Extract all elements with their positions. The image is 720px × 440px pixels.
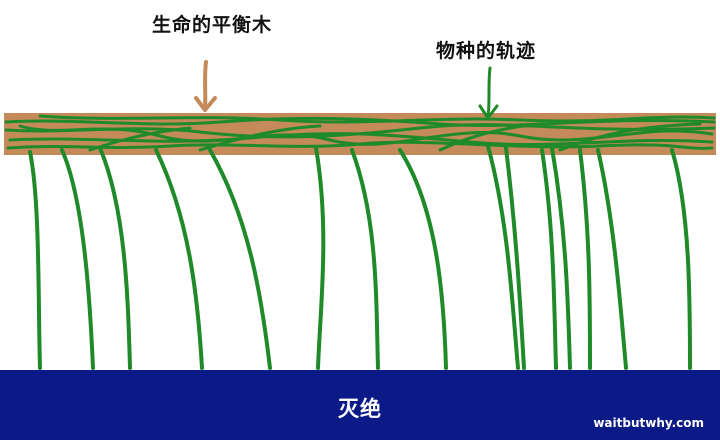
species-track bbox=[596, 148, 628, 370]
species-track bbox=[504, 146, 526, 370]
tracks-arrow bbox=[478, 66, 499, 120]
species-track bbox=[208, 148, 272, 370]
beam-track bbox=[4, 116, 716, 128]
beam-track bbox=[38, 114, 716, 124]
beam-track bbox=[198, 124, 322, 152]
species-track bbox=[154, 148, 204, 370]
extinction-label: 灭绝 bbox=[338, 397, 382, 421]
tracks-title: 物种的轨迹 bbox=[436, 40, 537, 62]
beam-track bbox=[438, 122, 542, 152]
beam-track bbox=[88, 126, 192, 152]
species-track bbox=[540, 148, 558, 370]
species-track bbox=[314, 146, 326, 370]
species-track bbox=[60, 148, 95, 370]
species-track bbox=[486, 144, 520, 370]
species-track bbox=[350, 148, 380, 370]
species-track bbox=[578, 148, 592, 370]
site-watermark: waitbutwhy.com bbox=[593, 416, 704, 430]
species-track bbox=[670, 148, 692, 370]
beam-arrow bbox=[194, 60, 217, 112]
species-lines-on-beam bbox=[4, 114, 716, 152]
species-track bbox=[28, 150, 42, 370]
species-track bbox=[398, 148, 448, 370]
species-track bbox=[550, 146, 572, 370]
beam-title: 生命的平衡木 bbox=[152, 14, 273, 36]
species-track bbox=[98, 146, 132, 370]
extinction-band bbox=[0, 370, 720, 440]
beam-track bbox=[18, 124, 714, 146]
beam-track bbox=[558, 122, 702, 152]
falling-species-tracks bbox=[28, 144, 692, 370]
